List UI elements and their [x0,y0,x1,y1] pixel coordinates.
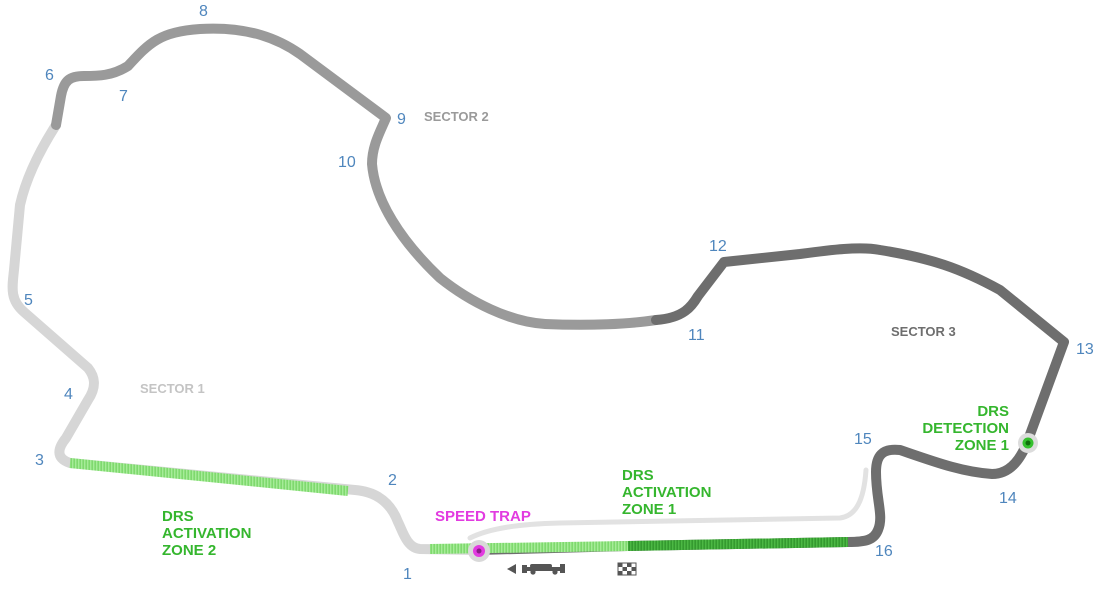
drs-zone-2-segment [69,458,349,496]
pit-lane [467,467,869,541]
sector-1-label: SECTOR 1 [140,381,205,396]
track-sector-3 [473,243,1069,555]
turn-number: 16 [875,543,893,560]
turn-number: 13 [1076,341,1094,358]
drs-zone-2-line: ZONE 2 [162,542,216,559]
turn-number: 6 [45,67,54,84]
turn-number: 11 [688,327,705,344]
turn-number: 8 [199,3,208,20]
speed-trap-marker [468,540,490,562]
direction-arrow-icon [507,564,516,574]
drs-zone-1-line: ZONE 1 [622,501,676,518]
drs-activation-zone-2-label: DRS ACTIVATION ZONE 2 [162,508,251,559]
turn-number: 10 [338,154,356,171]
turn-number: 3 [35,452,44,469]
drs-zone-1-line: ACTIVATION [622,484,711,501]
track-sector-1 [7,120,483,555]
track-sector-2 [51,23,661,330]
checkered-flag-icon [617,562,637,576]
drs-detection-line: ZONE 1 [955,437,1009,454]
turn-number: 2 [388,472,397,489]
drs-detection-line: DRS [977,403,1009,420]
drs-detection-marker [1018,433,1038,453]
drs-detection-zone-1-label: DRS DETECTION ZONE 1 [922,403,1009,454]
speed-trap-label: SPEED TRAP [435,508,531,525]
drs-zone-1-segment-light [429,541,629,554]
sector-2-label: SECTOR 2 [424,109,489,124]
drs-zone-2-line: DRS [162,508,194,525]
drs-zone-1-segment-dark [627,537,849,551]
drs-zone-1-line: DRS [622,467,654,484]
drs-detection-line: DETECTION [922,420,1009,437]
turn-number: 12 [709,238,727,255]
sector-3-label: SECTOR 3 [891,324,956,339]
turn-number: 9 [397,111,406,128]
turn-number: 4 [64,386,73,403]
turn-number: 5 [24,292,33,309]
drs-activation-zone-1-label: DRS ACTIVATION ZONE 1 [622,467,711,518]
turn-number: 7 [119,88,128,105]
race-car-icon [522,564,565,575]
turn-number: 15 [854,431,872,448]
turn-number: 1 [403,566,412,583]
drs-zone-2-line: ACTIVATION [162,525,251,542]
turn-number: 14 [999,490,1017,507]
